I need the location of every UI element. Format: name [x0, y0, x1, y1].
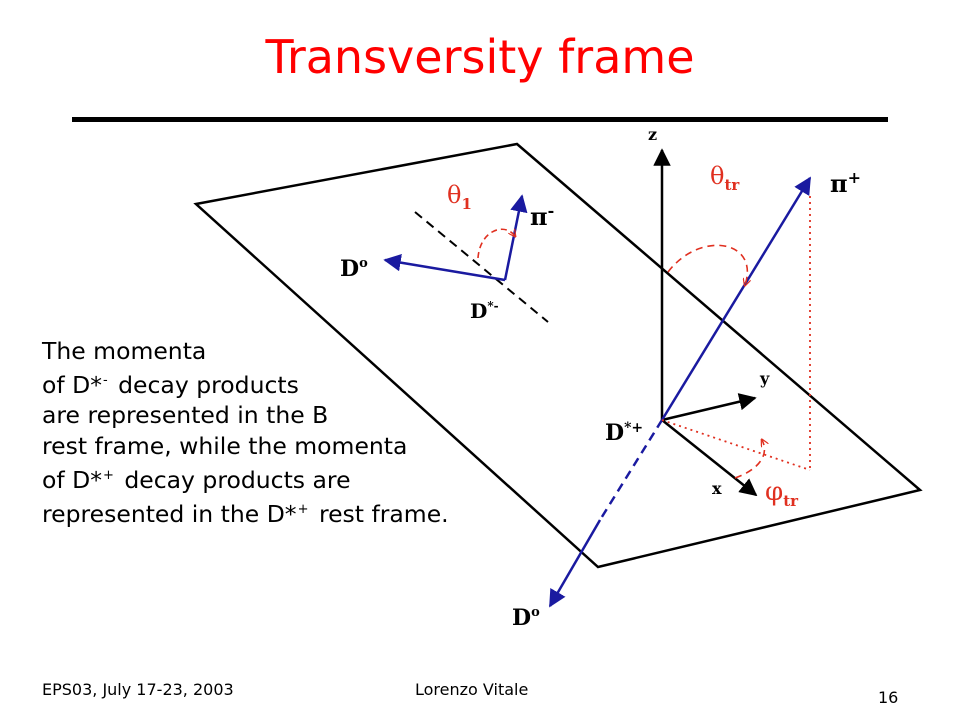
- pi-plus-label: π+: [830, 168, 861, 198]
- title-underline: [72, 117, 888, 122]
- slide-title: Transversity frame: [265, 30, 695, 84]
- d0-bottom-arrow: [548, 519, 602, 608]
- theta-tr-arc: [667, 244, 747, 285]
- x-axis-label: x: [712, 479, 722, 498]
- footer-conference: EPS03, July 17-23, 2003: [42, 680, 234, 699]
- caption-line-5: of D*+ decay products are: [42, 465, 351, 494]
- d0-bottom-label: Do: [512, 605, 540, 631]
- dstar-minus-axis-dashed: [414, 211, 549, 323]
- d0-left-arrow: [383, 253, 506, 282]
- explanation-text: The momenta of D*- decay products are re…: [42, 336, 449, 529]
- caption-line-4: rest frame, while the momenta: [42, 431, 408, 460]
- dstar-plus-label: D*+: [605, 420, 643, 446]
- caption-line-2: of D*- decay products: [42, 371, 299, 400]
- phi-tr-label: φtr: [765, 477, 799, 510]
- phi-tr-arc: [734, 440, 764, 479]
- y-axis-label: y: [759, 369, 770, 388]
- caption-line-1: The momenta: [42, 337, 207, 365]
- dstar-minus-label: D*-: [470, 299, 499, 323]
- x-axis: [661, 419, 758, 497]
- d0-bottom-dashed: [598, 419, 664, 521]
- caption-line-6: represented in the D*+ rest frame.: [42, 500, 449, 529]
- pi-minus-label: π-: [530, 201, 554, 231]
- d0-left-label: Do: [340, 256, 368, 282]
- caption-line-3: are represented in the B: [42, 401, 329, 430]
- y-axis: [661, 393, 757, 422]
- page-number: 16: [878, 688, 899, 707]
- pi-plus-arrow: [660, 176, 812, 421]
- theta-tr-label: θtr: [710, 162, 740, 194]
- theta1-label: θ1: [447, 181, 472, 213]
- pi-plus-plane-projection: [661, 419, 811, 471]
- theta1-arc: [477, 228, 515, 259]
- decay-plane: [193, 142, 923, 569]
- footer-author: Lorenzo Vitale: [415, 680, 529, 699]
- z-axis-label: z: [648, 125, 657, 144]
